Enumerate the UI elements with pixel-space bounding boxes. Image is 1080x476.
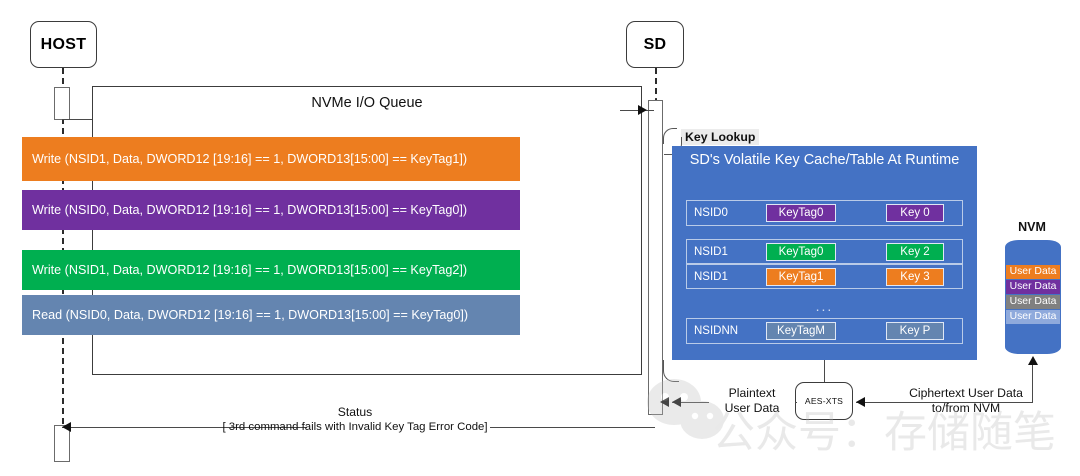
ciphertext-arrowhead [856, 397, 865, 407]
status-label: Status [ 3rd command fails with Invalid … [205, 405, 505, 435]
key-lookup-label: Key Lookup [681, 129, 760, 145]
plaintext-arrowhead-sd [660, 397, 669, 407]
key-cache-nsid: NSID1 [694, 245, 728, 258]
nvm-user-data-band: User Data [1006, 310, 1060, 324]
key-cache-tag-chip: KeyTag0 [766, 242, 836, 261]
nvm-cylinder-bottom [1005, 340, 1061, 354]
queue-command-row[interactable]: Write (NSID0, Data, DWORD12 [19:16] == 1… [22, 190, 520, 230]
key-cache-row[interactable]: NSIDNN KeyTagM Key P [686, 318, 963, 344]
ciphertext-label: Ciphertext User Data to/from NVM [893, 386, 1039, 416]
queue-command-row[interactable]: Read (NSID0, Data, DWORD12 [19:16] == 1,… [22, 295, 520, 335]
aes-xts-engine: AES-XTS [795, 382, 853, 420]
actor-sd-label: SD [643, 35, 667, 53]
nvm-user-data-band: User Data [1006, 280, 1060, 294]
sd-activation [648, 100, 663, 415]
key-cache-nsid: NSID1 [694, 270, 728, 283]
key-cache-tag-chip: KeyTagM [766, 322, 836, 340]
aes-xts-label: AES-XTS [804, 396, 844, 406]
ciphertext-arrowhead-nvm [1028, 356, 1038, 365]
key-cache-to-sd-connector [663, 360, 679, 382]
key-cache-row[interactable]: NSID1 KeyTag1 Key 3 [686, 264, 963, 289]
queue-command-text: Write (NSID1, Data, DWORD12 [19:16] == 1… [32, 263, 468, 277]
aes-to-keycache-line [824, 360, 825, 382]
nvm-label: NVM [1018, 220, 1046, 234]
key-cache-tag-chip: KeyTag0 [766, 204, 836, 222]
nvme-io-queue-title: NVMe I/O Queue [311, 95, 423, 111]
actor-host: HOST [30, 21, 97, 68]
key-cache-nsid: NSIDNN [694, 325, 739, 337]
key-cache-panel: SD's Volatile Key Cache/Table At Runtime… [672, 146, 977, 360]
actor-sd: SD [626, 21, 684, 68]
key-cache-tag-chip: KeyTag1 [766, 267, 836, 286]
plaintext-label: Plaintext User Data [709, 386, 795, 416]
queue-command-row[interactable]: Write (NSID1, Data, DWORD12 [19:16] == 1… [22, 250, 520, 290]
plaintext-label-line1: Plaintext [728, 386, 776, 400]
queue-command-text: Read (NSID0, Data, DWORD12 [19:16] == 1,… [32, 308, 469, 322]
nvm-user-data-band: User Data [1006, 265, 1060, 279]
queue-command-text: Write (NSID1, Data, DWORD12 [19:16] == 1… [32, 152, 468, 166]
key-cache-key-chip: Key 0 [886, 204, 944, 222]
queue-to-sd-arrow-line [620, 110, 654, 111]
ciphertext-riser-line [1032, 362, 1033, 403]
key-cache-key-chip: Key 3 [886, 267, 944, 286]
actor-host-label: HOST [40, 35, 87, 53]
plaintext-arrowhead [672, 397, 681, 407]
ciphertext-arrow-line [856, 402, 1032, 403]
key-lookup-hook [663, 128, 677, 144]
key-cache-row[interactable]: NSID1 KeyTag0 Key 2 [686, 239, 963, 264]
nvm-user-data-band: User Data [1006, 295, 1060, 309]
host-activation-top [54, 87, 70, 120]
key-cache-title: SD's Volatile Key Cache/Table At Runtime [689, 152, 960, 168]
status-return-arrowhead [62, 422, 71, 432]
host-to-queue-connector [62, 119, 94, 120]
key-cache-nsid: NSID0 [694, 207, 728, 219]
status-title: Status [337, 405, 373, 419]
status-detail: [ 3rd command fails with Invalid Key Tag… [222, 421, 488, 433]
queue-command-row[interactable]: Write (NSID1, Data, DWORD12 [19:16] == 1… [22, 137, 520, 181]
key-cache-key-chip: Key P [886, 322, 944, 340]
status-return-line-left [62, 427, 307, 428]
ciphertext-label-line1: Ciphertext User Data [909, 386, 1023, 400]
ciphertext-label-line2: to/from NVM [931, 401, 1001, 415]
queue-to-sd-arrowhead [638, 105, 647, 115]
queue-command-text: Write (NSID0, Data, DWORD12 [19:16] == 1… [32, 203, 468, 217]
key-cache-ellipsis: ... [815, 298, 834, 314]
key-cache-key-chip: Key 2 [886, 242, 944, 261]
plaintext-label-line2: User Data [724, 401, 780, 415]
status-return-line-right [490, 427, 655, 428]
key-cache-row[interactable]: NSID0 KeyTag0 Key 0 [686, 200, 963, 226]
